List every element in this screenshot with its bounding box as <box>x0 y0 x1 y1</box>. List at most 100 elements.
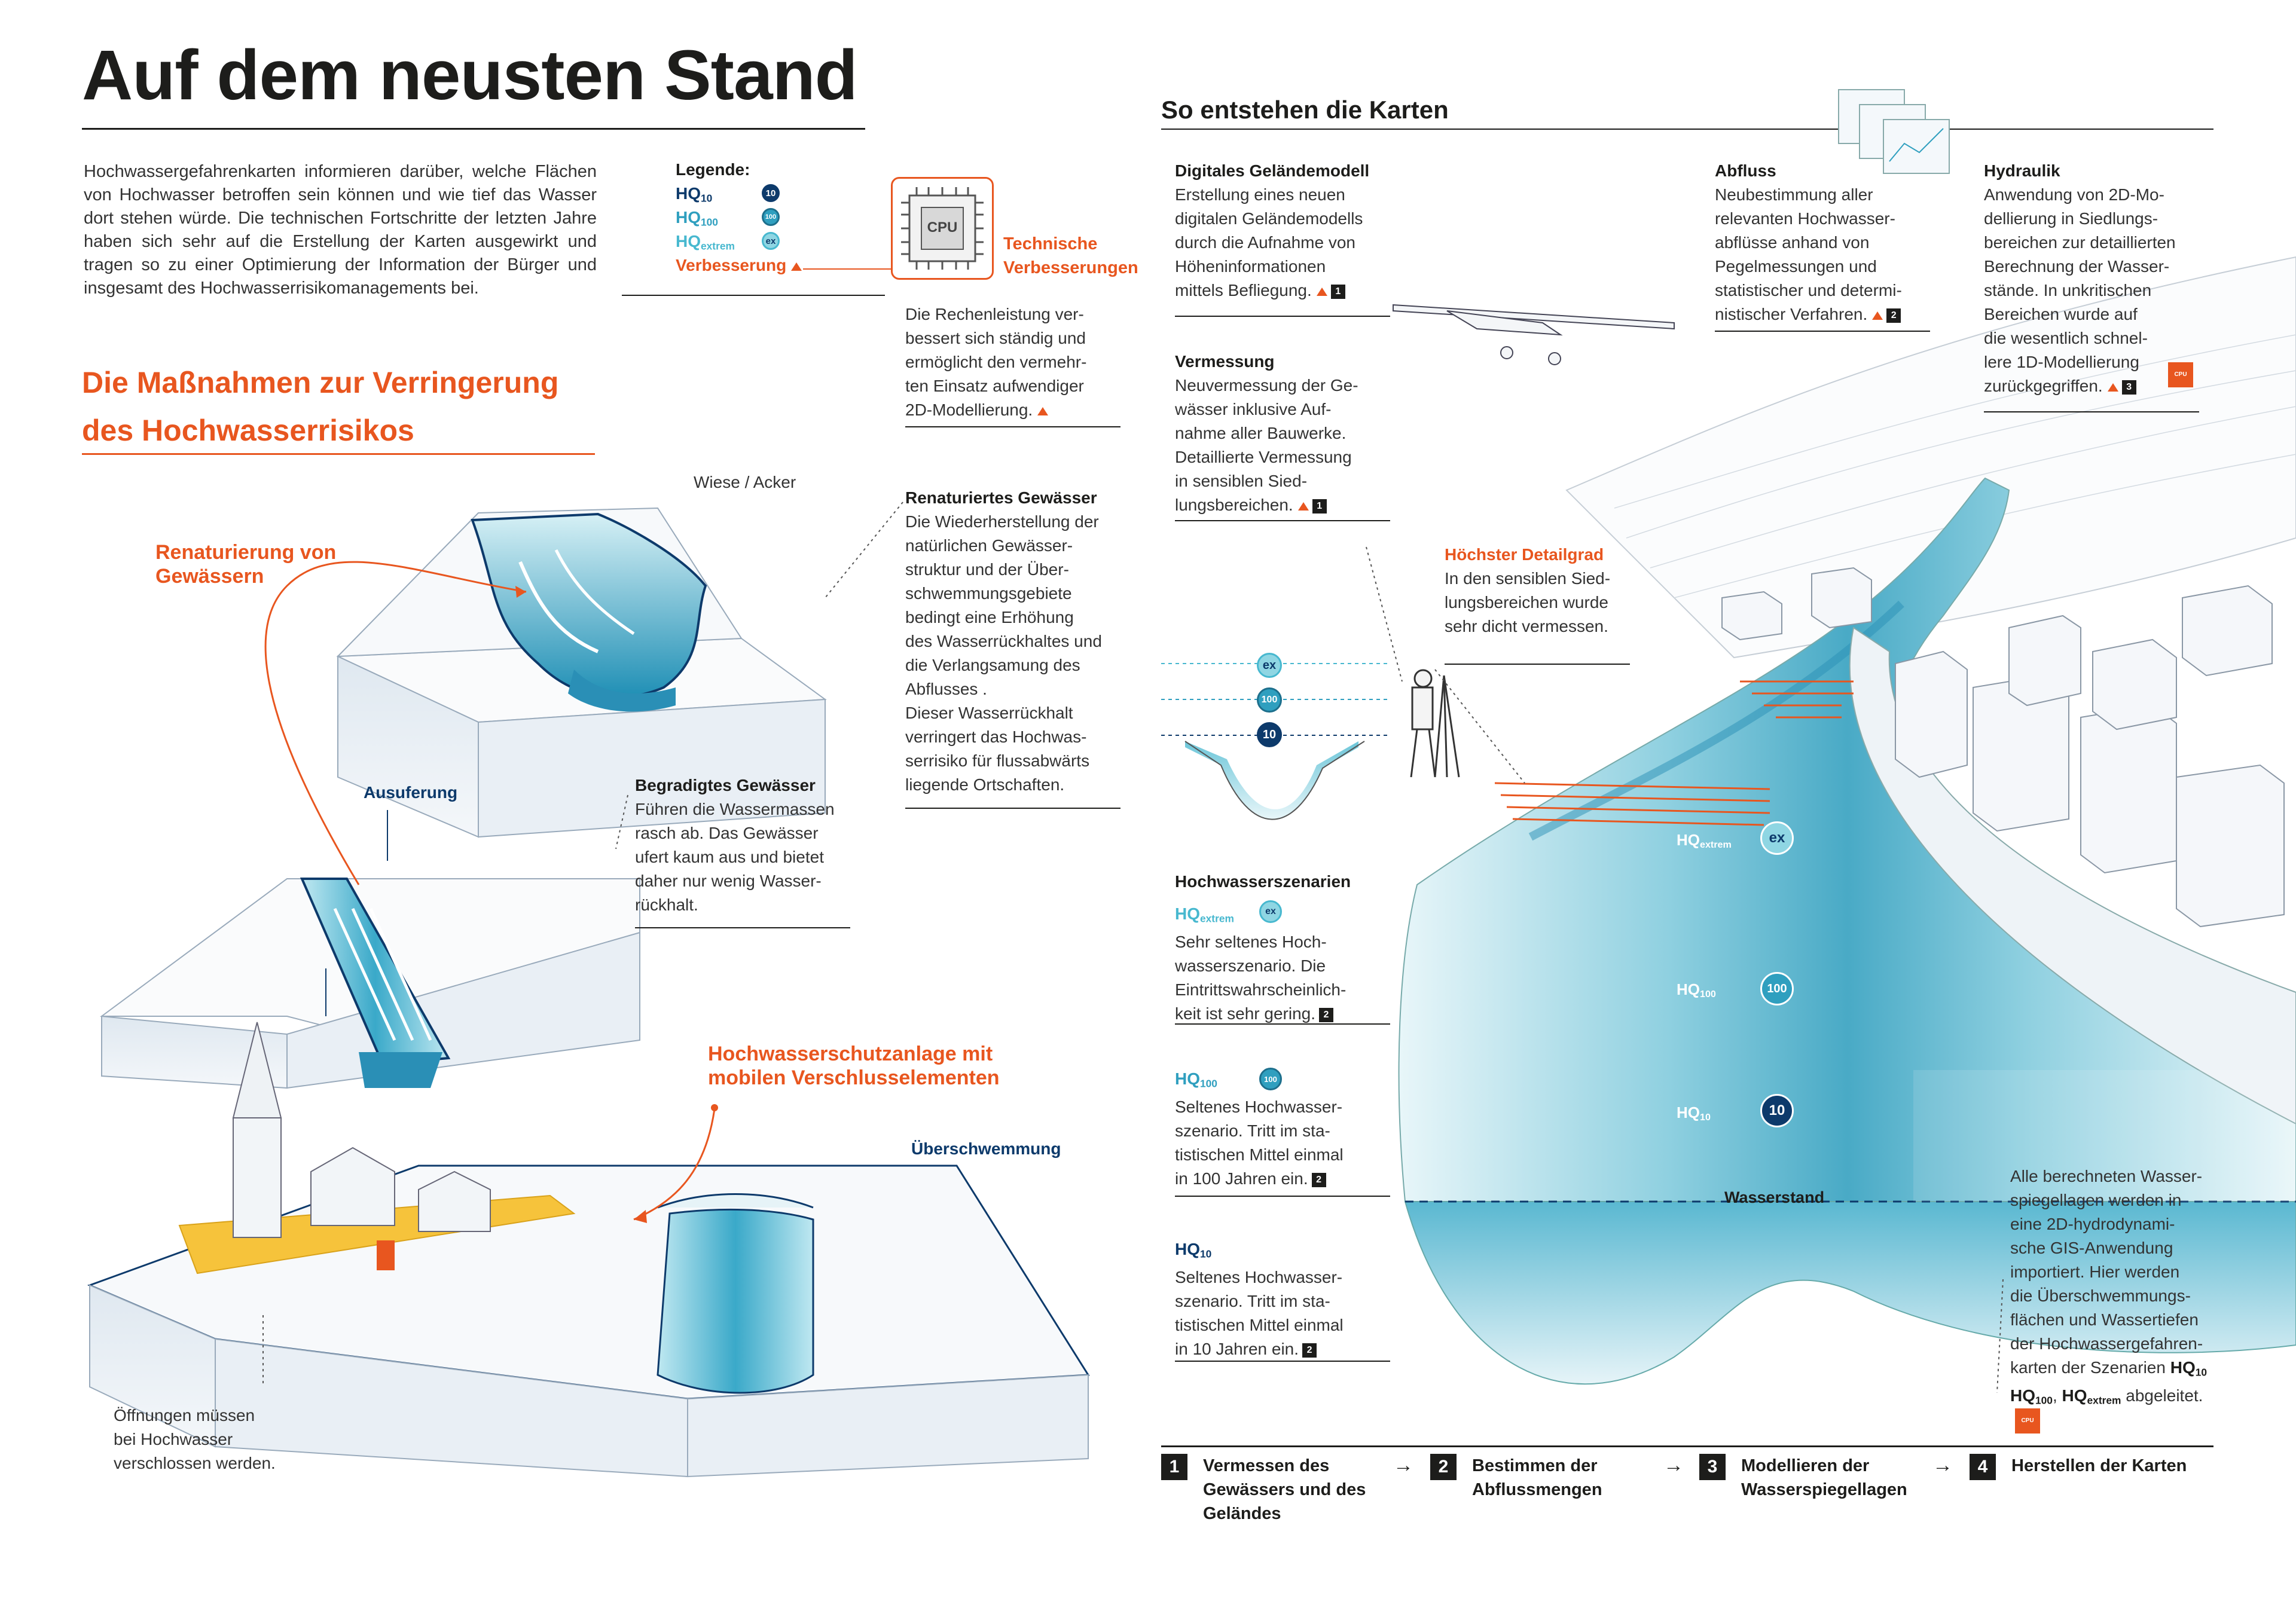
hydr-line: zurückgegriffen.3 <box>1984 374 2176 398</box>
hydr-line: lere 1D-Modellierung <box>1984 353 2139 371</box>
hqex-line: keit ist sehr gering.2 <box>1175 1002 1351 1026</box>
begr-line: ufert kaum aus und bietet <box>635 848 824 866</box>
hydr-line: Berechnung der Wasser- <box>1984 257 2170 276</box>
begr-line: Führen die Wassermassen <box>635 800 835 818</box>
legend: Legende: HQ10 10 HQ100 100 HQextrem ex V… <box>676 160 802 274</box>
hq10-line: szenario. Tritt im sta- <box>1175 1292 1330 1311</box>
hq100-line: szenario. Tritt im sta- <box>1175 1121 1330 1141</box>
scenarios-block: Hochwasserszenarien HQextrem Sehr selten… <box>1175 870 1351 1026</box>
legend-connector <box>803 268 893 270</box>
verm-line: nahme aller Bauwerke. <box>1175 424 1347 442</box>
cpu-rule <box>905 426 1120 427</box>
renat-line: natürlichen Gewässer- <box>905 536 1073 555</box>
right-heading: So entstehen die Karten <box>1161 96 1449 124</box>
renaturation-arrow <box>264 561 527 885</box>
hq10-badge-icon: 10 <box>762 184 780 202</box>
legend-hq100: HQ100 <box>676 208 718 228</box>
verm-line: Detaillierte Vermessung <box>1175 448 1352 466</box>
scenario-100-badge: 100 <box>1259 1068 1282 1090</box>
renat-line: liegende Ortschaften. <box>905 775 1065 794</box>
hqex-label: HQ <box>1175 904 1200 923</box>
hq10-rule <box>1175 1361 1390 1362</box>
measures-line-1: Die Maßnahmen zur Verringerung <box>82 366 559 399</box>
alle-line: eine 2D-hydrodynami- <box>2010 1215 2175 1233</box>
abfluss-line: Neubestimmung aller <box>1715 185 1873 204</box>
straightened-title: Begradigtes Gewässer <box>635 776 816 794</box>
hydr-line: dellierung in Siedlungs- <box>1984 209 2158 228</box>
renat-line: schwemmungsgebiete <box>905 584 1072 603</box>
alle-hqex-main: HQ <box>2062 1386 2087 1405</box>
alle-line: Alle berechneten Wasser- <box>2010 1167 2203 1185</box>
improvement-triangle-icon <box>1297 502 1309 511</box>
renat-line: die Verlangsamung des <box>905 656 1080 674</box>
cpu-label: CPU <box>927 219 958 236</box>
cpu-small-icon: CPU <box>2168 362 2193 387</box>
hq100-line: tistischen Mittel einmal <box>1175 1145 1344 1164</box>
alle-hq100-sub: 100 <box>2035 1394 2053 1407</box>
verm-line: Neuvermessung der Ge- <box>1175 376 1358 395</box>
title-rule <box>82 128 865 130</box>
hq10-line: in 10 Jahren ein.2 <box>1175 1337 1344 1361</box>
alle-line: importiert. Hier werden <box>2010 1263 2180 1281</box>
renat-line: serrisiko für flussabwärts <box>905 751 1090 770</box>
label-ueberschwemmung: Überschwemmung <box>911 1139 1061 1158</box>
alle-line: die Überschwemmungs- <box>2010 1286 2191 1305</box>
result-block: Alle berechneten Wasser- spiegellagen we… <box>2010 1164 2207 1413</box>
alle-hqex: HQextrem <box>2062 1386 2121 1406</box>
dgm-line: mittels Befliegung.1 <box>1175 279 1369 302</box>
renat-line: des Wasserrückhaltes und <box>905 632 1102 650</box>
abfluss-line: statistischer und determi- <box>1715 281 1902 299</box>
begr-rule <box>635 927 850 928</box>
openings-note: Öffnungen müssen bei Hochwasser verschlo… <box>114 1404 276 1475</box>
renat-line: Abflusses . <box>905 680 987 698</box>
river-10-badge: 10 <box>1760 1094 1794 1127</box>
renat-line: bedingt eine Erhöhung <box>905 608 1074 626</box>
scenarios-title: Hochwasserszenarien <box>1175 872 1351 891</box>
scenario-hqex-label: HQextrem <box>1175 902 1351 930</box>
hqex-last: keit ist sehr gering. <box>1175 1004 1315 1023</box>
cpu-text-last: 2D-Modellierung. <box>905 401 1033 419</box>
step-1-label: Vermessen des Gewässers und des Geländes <box>1203 1454 1366 1526</box>
alle-last: karten der Szenarien <box>2010 1358 2166 1377</box>
begr-line: rasch ab. Das Gewässer <box>635 824 819 842</box>
hq100-line: Seltenes Hochwasser- <box>1175 1098 1343 1117</box>
river-hq10-main: HQ <box>1677 1104 1700 1121</box>
cpu-small-icon-2: CPU <box>2015 1408 2040 1434</box>
straightened-description: Begradigtes Gewässer Führen die Wasserma… <box>635 774 835 917</box>
step-1-line: Geländes <box>1203 1504 1281 1523</box>
legend-hqex-sub: extrem <box>701 240 735 252</box>
legend-improvement: Verbesserung <box>676 256 802 275</box>
alle-line: der Hochwassergefahren- <box>2010 1334 2203 1353</box>
hydr-line: Anwendung von 2D-Mo- <box>1984 185 2164 204</box>
technical-improvements-label: Technische Verbesserungen <box>1003 232 1138 280</box>
river-hqex-main: HQ <box>1677 831 1700 849</box>
hqex-line: wasserszenario. Die <box>1175 956 1326 976</box>
hqex-line: Sehr seltenes Hoch- <box>1175 933 1327 952</box>
detail-title: Höchster Detailgrad <box>1445 545 1604 564</box>
verm-rule <box>1175 520 1390 521</box>
step-4-number: 4 <box>1970 1454 1996 1480</box>
alle-line: karten der Szenarien HQ10 <box>2010 1356 2207 1384</box>
legend-hq10-sub: 10 <box>701 192 713 204</box>
alle-hq10-main: HQ <box>2170 1358 2196 1377</box>
step-4-line: Herstellen der Karten <box>2011 1456 2187 1475</box>
alle-hq100: HQ100 <box>2010 1386 2053 1407</box>
step-2-line: Bestimmen der <box>1472 1456 1598 1475</box>
arrow-right-icon: → <box>1393 1454 1413 1477</box>
abfluss-line: abflüsse anhand von <box>1715 233 1870 252</box>
detail-line: In den sensiblen Sied- <box>1445 569 1611 588</box>
hq100-last: in 100 Jahren ein. <box>1175 1169 1308 1188</box>
hq10-sub: 10 <box>1200 1248 1212 1260</box>
detail-block: Höchster Detailgrad In den sensiblen Sie… <box>1445 543 1610 638</box>
cpu-text-line: ermöglicht den vermehr- <box>905 353 1087 371</box>
measures-illustration <box>87 502 1090 1478</box>
straightened-block <box>99 878 640 1089</box>
step-badge-icon: 1 <box>1312 499 1327 514</box>
river-hqex-sub: extrem <box>1700 839 1732 851</box>
cpu-text: Die Rechenleistung ver- bessert sich stä… <box>905 302 1086 422</box>
scenario-hq100-block: HQ100 Seltenes Hochwasser- szenario. Tri… <box>1175 1067 1344 1191</box>
begr-line: rückhalt. <box>635 895 698 914</box>
hydr-line: die wesentlich schnel- <box>1984 329 2148 347</box>
protection-arrow <box>633 1108 716 1221</box>
step-2-number: 2 <box>1430 1454 1457 1480</box>
